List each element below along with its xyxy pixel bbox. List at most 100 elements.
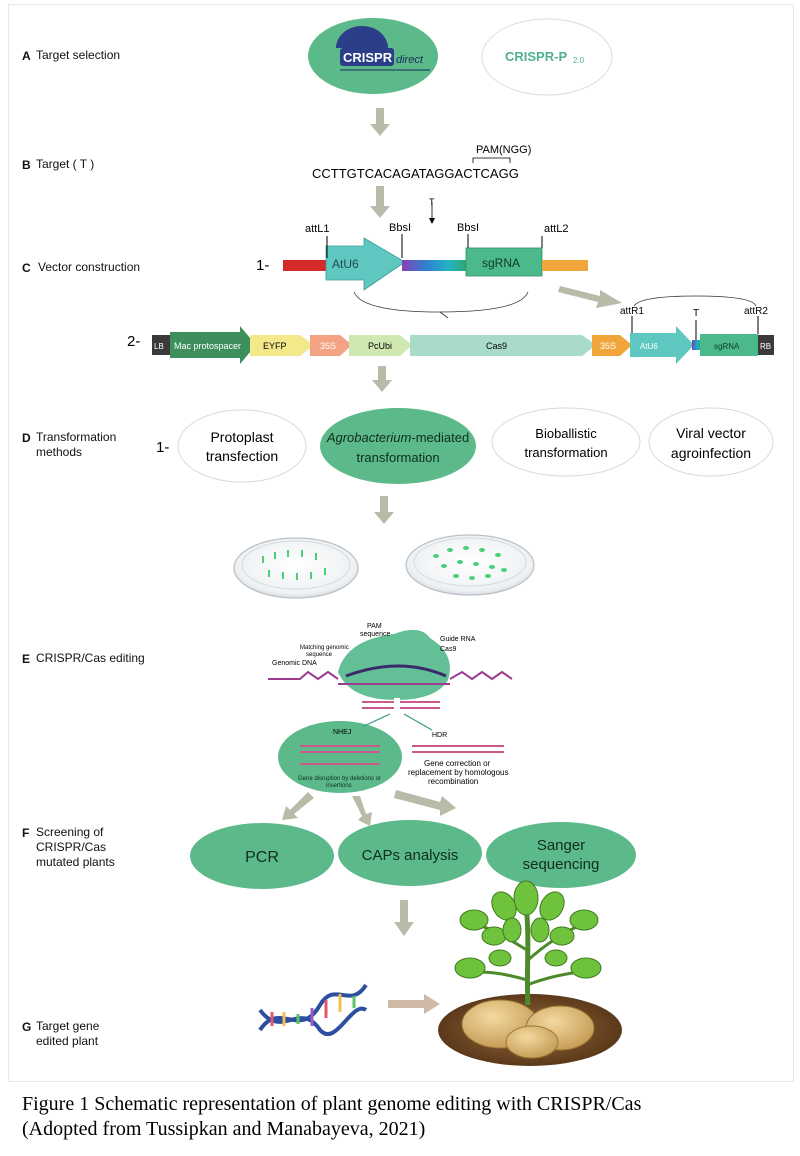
- step-d-letter: D: [22, 431, 31, 445]
- pcubi-label: PcUbi: [368, 341, 392, 351]
- step-f-label-1: Screening of: [36, 825, 104, 839]
- flow-arrow: [370, 108, 390, 218]
- sgrna-label: sgRNA: [482, 256, 520, 270]
- guide-rna-strand: [345, 664, 447, 678]
- screening-pcr: PCR: [190, 823, 334, 889]
- editing-label-genomic-dna: Genomic DNA: [272, 660, 317, 667]
- plant-stem: [523, 904, 531, 1006]
- leaf: [549, 926, 575, 946]
- method-viral-line2: agroinfection: [671, 445, 751, 461]
- colony: [287, 550, 289, 557]
- nhej-label: NHEJ: [333, 729, 351, 736]
- t-label: T: [429, 197, 435, 207]
- leaf: [459, 909, 489, 931]
- step-b-label: Target ( T ): [36, 157, 95, 171]
- bbsi-label-2: BbsI: [457, 222, 479, 234]
- atu6-label: AtU6: [332, 257, 359, 271]
- potato-plant-icon: [438, 880, 622, 1066]
- method-protoplast-line2: transfection: [206, 448, 278, 464]
- arrow-e-sanger: [394, 790, 456, 816]
- colony: [485, 574, 491, 578]
- leaf: [488, 949, 512, 967]
- method-protoplast-oval: [177, 409, 307, 483]
- petri-dish-2-body: [405, 534, 535, 596]
- screening-sanger-oval: [486, 822, 636, 888]
- petri-dish-2-rim: [413, 537, 527, 587]
- step-d-label-1: Transformation: [36, 430, 117, 444]
- arrow-dna-to-plant: [388, 994, 440, 1014]
- rb-label: RB: [760, 342, 771, 351]
- sgrna-box: [465, 247, 543, 277]
- method-protoplast: Protoplast transfection: [177, 409, 307, 483]
- bbsi-linker: [402, 260, 468, 271]
- colony: [262, 556, 264, 563]
- method-agrobacterium-oval: [320, 408, 476, 484]
- cut-site: [394, 698, 400, 712]
- method-bioballistic-line2: transformation: [524, 445, 607, 460]
- editing-label-pam: PAM: [367, 623, 382, 630]
- atu6-arrow: [325, 237, 406, 291]
- hdr-label: HDR: [432, 732, 447, 739]
- colony: [479, 548, 485, 552]
- petri-dish-1: [233, 537, 359, 599]
- leaf: [454, 957, 486, 979]
- step-c-label: Vector construction: [38, 260, 141, 274]
- mac-protospacer-label: Mac protospacer: [174, 341, 241, 351]
- editing-label-matching-2: sequence: [306, 652, 333, 658]
- colony: [453, 574, 459, 578]
- petri-dish-1-colonies: [262, 550, 326, 580]
- genomic-dna-left: [268, 670, 339, 681]
- hdr-text-3: recombination: [428, 777, 478, 786]
- arrow-a-b: [370, 108, 390, 136]
- colony: [441, 564, 447, 568]
- leaf: [502, 917, 522, 943]
- plant-leaves: [454, 880, 602, 979]
- arrow-e-pcr: [282, 792, 314, 820]
- editing-label-matching-1: Matching genomic: [300, 645, 349, 651]
- step-d-label-2: methods: [36, 445, 83, 459]
- vector2-brace: [633, 295, 757, 307]
- attl2-label: attL2: [544, 223, 568, 235]
- method-bioballistic: Bioballistic transformation: [491, 407, 641, 477]
- atu6-label-2: AtU6: [640, 342, 658, 351]
- method-agrobacterium-line2: transformation: [356, 450, 439, 465]
- method-viral-line1: Viral vector: [676, 425, 746, 441]
- hdr-pointer: [403, 713, 433, 731]
- step-g-label-1: Target gene: [36, 1019, 100, 1033]
- cas9-arrow: [410, 335, 596, 356]
- t-label-2: T: [693, 308, 699, 319]
- crispr-p-version: 2.0: [573, 56, 585, 65]
- colony: [501, 568, 507, 572]
- bbsi-label-1: BbsI: [389, 222, 411, 234]
- step-e-letter: E: [22, 652, 31, 666]
- crispr-direct-box: [340, 48, 394, 66]
- method-viral-oval: [648, 407, 774, 477]
- colony: [315, 553, 317, 560]
- step-b-letter: B: [22, 158, 31, 172]
- attr2-label: attR2: [744, 306, 768, 317]
- method-bioballistic-oval: [491, 407, 641, 477]
- dna-strand-2: [258, 1006, 368, 1036]
- method-agrobacterium-line1: Agrobacterium-mediated: [326, 430, 469, 445]
- hdr-text-1: Gene correction or: [424, 759, 491, 768]
- nhej-text-1: Gene disruption by deletions or: [298, 776, 381, 782]
- dna-base-pairs: [270, 994, 356, 1026]
- dna-strand-1: [258, 983, 368, 1032]
- colony: [282, 572, 284, 579]
- cas9-label: Cas9: [486, 341, 507, 351]
- crispr-p-logo: CRISPR-P 2.0: [481, 18, 613, 96]
- method-bioballistic-line1: Bioballistic: [535, 426, 597, 441]
- method-protoplast-line1: Protoplast: [210, 429, 273, 445]
- colony: [469, 576, 475, 580]
- colony: [433, 554, 439, 558]
- plant-branch: [526, 970, 579, 987]
- arrow-f-g: [394, 900, 414, 936]
- vector2-construct: LB Mac protospacer EYFP 35S PcUbi Cas9 3…: [152, 295, 774, 364]
- atu6-arrow-2: [630, 326, 694, 364]
- vector1-construct: AtU6 sgRNA attL1 BbsI T BbsI attL2: [283, 197, 588, 319]
- step-g-letter: G: [22, 1020, 32, 1034]
- target-sequence: CCTTGTCACAGATAGGACTCAGG: [312, 166, 519, 181]
- vector1-index: 1-: [256, 257, 269, 274]
- attl1-label: attL1: [305, 223, 329, 235]
